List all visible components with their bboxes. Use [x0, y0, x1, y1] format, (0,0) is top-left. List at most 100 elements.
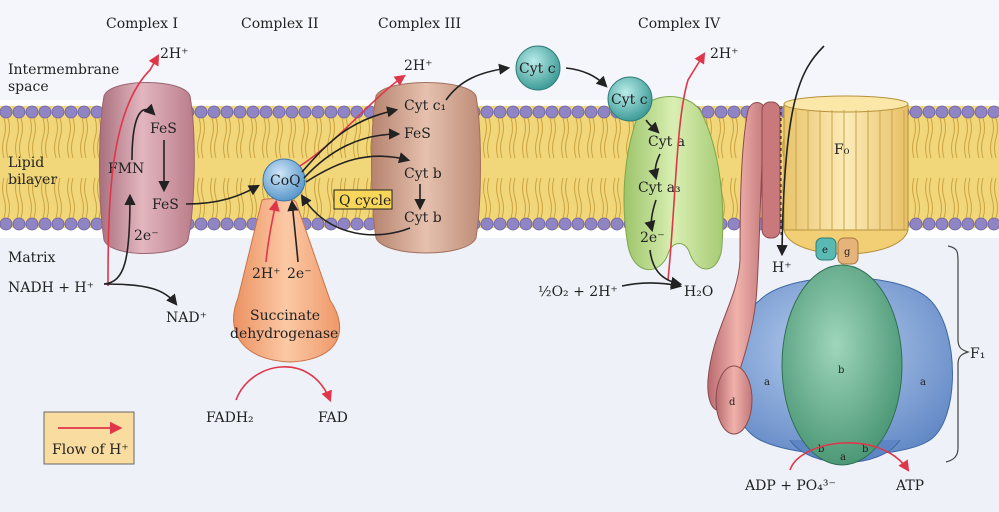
lipid-tail — [977, 117, 985, 159]
lipid-head — [324, 105, 338, 119]
lipid-tail — [964, 177, 972, 219]
lipid-head — [25, 217, 39, 231]
lipid-tail — [561, 177, 569, 219]
complex-iv-cyt-a3: Cyt a₃ — [638, 180, 681, 196]
lipid-tail — [2, 177, 10, 219]
fadh2-to-fad-arrow — [235, 366, 332, 403]
lipid-tail — [522, 117, 530, 159]
intermembrane-label-line2: space — [8, 79, 49, 95]
lipid-tail — [197, 177, 205, 219]
lipid-head — [974, 105, 988, 119]
f0-proton-inflow-arrow — [776, 45, 825, 257]
lipid-tail — [67, 177, 75, 219]
lipid-tail — [54, 177, 62, 219]
nadh-to-nad-arrow — [103, 283, 178, 306]
lipid-tail — [15, 117, 23, 159]
lipid-head — [532, 217, 546, 231]
complex-i-fmn: FMN — [108, 161, 144, 177]
coq-to-cyt-b-arrow — [305, 152, 411, 183]
nadh-label: NADH + H⁺ — [8, 280, 94, 296]
lipid-tail — [210, 177, 218, 219]
lipid-tail — [2, 117, 10, 159]
complex-ii-proton-arrow — [265, 199, 280, 263]
lipid-head — [38, 105, 52, 119]
lipid-head — [77, 217, 91, 231]
subunit-e-label: e — [822, 245, 828, 256]
complex-iii-fes: FeS — [404, 126, 431, 142]
lipid-head — [610, 217, 624, 231]
cytochrome-c-bound — [607, 76, 653, 122]
f1-b-center: b — [838, 365, 844, 376]
lipid-tail — [717, 117, 725, 159]
lipid-tail — [925, 177, 933, 219]
f1-a-right: a — [920, 377, 926, 388]
cyt-b-to-coq-arrow — [300, 194, 411, 236]
lipid-tail — [340, 117, 348, 159]
lipid-head — [12, 217, 26, 231]
lipid-tail — [613, 117, 621, 159]
cytochrome-c-bound-label: Cyt c — [611, 92, 648, 108]
lipid-tail — [600, 177, 608, 219]
lipid-head — [974, 217, 988, 231]
lipid-tail — [561, 117, 569, 159]
lipid-head — [571, 217, 585, 231]
lipid-head — [571, 105, 585, 119]
lipid-tail — [301, 117, 309, 159]
fadh2-label: FADH₂ — [206, 410, 254, 426]
complex-ii-protons: 2H⁺ — [252, 266, 281, 282]
lipid-tail — [496, 177, 504, 219]
lipid-head — [220, 217, 234, 231]
complex-iv-proton-out: 2H⁺ — [710, 46, 739, 62]
lipid-tail — [15, 177, 23, 219]
complex-i-fes-bottom: FeS — [152, 197, 179, 213]
lipid-tail — [522, 177, 530, 219]
lipid-head — [285, 105, 299, 119]
lipid-head — [558, 105, 572, 119]
lipid-head — [961, 217, 975, 231]
subunit-d — [715, 365, 753, 435]
fad-label: FAD — [318, 410, 348, 426]
lipid-tail — [236, 177, 244, 219]
complex-ii-title: Complex II — [241, 16, 319, 32]
succinate-dehydrogenase-line1: Succinate — [250, 308, 320, 324]
lipid-head — [12, 105, 26, 119]
lipid-head — [922, 217, 936, 231]
lipid-head — [506, 217, 520, 231]
lipid-head — [272, 105, 286, 119]
lipid-label-line2: bilayer — [8, 172, 57, 188]
lipid-head — [558, 217, 572, 231]
lipid-head — [51, 217, 65, 231]
complex-iii-proton-out: 2H⁺ — [404, 58, 433, 74]
lipid-head — [961, 105, 975, 119]
complex-i-title: Complex I — [106, 16, 178, 32]
lipid-head — [350, 105, 364, 119]
cytochrome-c-mobile — [515, 45, 561, 91]
lipid-tail — [925, 117, 933, 159]
lipid-tail — [951, 177, 959, 219]
lipid-head — [233, 217, 247, 231]
lipid-head — [220, 105, 234, 119]
coq-to-cyt-c1-arrow — [301, 106, 399, 173]
lipid-tail — [600, 117, 608, 159]
atp-label: ATP — [895, 478, 924, 494]
lipid-head — [922, 105, 936, 119]
lipid-head — [207, 105, 221, 119]
lipid-tail — [210, 117, 218, 159]
oxygen-label: ½O₂ + 2H⁺ — [538, 284, 618, 300]
complex-i-fes-top: FeS — [150, 121, 177, 137]
nadh-to-fmn-arrow — [103, 193, 136, 285]
lipid-head — [909, 105, 923, 119]
lipid-head — [935, 105, 949, 119]
lipid-tail — [93, 177, 101, 219]
lipid-tail — [80, 117, 88, 159]
complex-iii-cyt-b-top: Cyt b — [404, 166, 442, 182]
complex-iii-title: Complex III — [378, 16, 461, 32]
lipid-head — [519, 217, 533, 231]
intermembrane-label-line1: Intermembrane — [8, 62, 119, 78]
lipid-tail — [28, 177, 36, 219]
lipid-tail — [977, 177, 985, 219]
adp-label: ADP + PO₄³⁻ — [744, 478, 836, 494]
lipid-tail — [28, 117, 36, 159]
lipid-tail — [990, 177, 998, 219]
